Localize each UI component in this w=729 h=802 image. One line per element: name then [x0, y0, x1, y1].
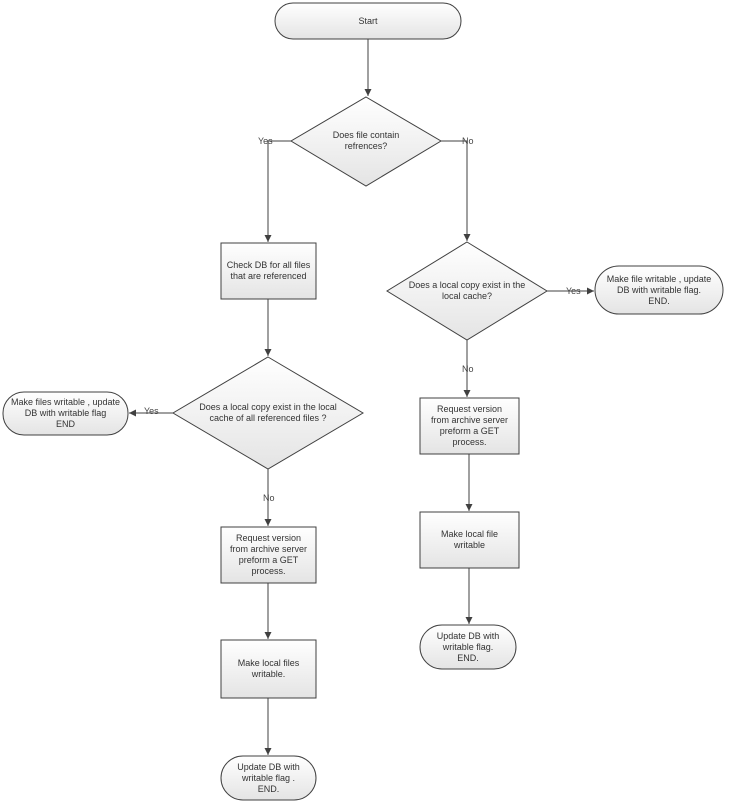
edge-label-refs-no: No	[462, 136, 474, 146]
right-yes-end-label: Make file writable , update DB with writ…	[606, 273, 712, 306]
right-update-end-label: Update DB with writable flag. END.	[436, 630, 500, 663]
decision-right-cache-label: Does a local copy exist in the local cac…	[408, 280, 526, 301]
right-request-label: Request version from archive server pref…	[430, 404, 509, 447]
check-db-box	[220, 242, 317, 300]
left-request-box	[220, 526, 317, 584]
edge-label-right-cache-no: No	[462, 364, 474, 374]
edge-label-left-cache-yes: Yes	[144, 406, 159, 416]
right-yes-end-terminator	[594, 265, 724, 315]
edge-label-left-cache-no: No	[263, 493, 275, 503]
right-make-writable-label: Make local file writable	[440, 529, 499, 550]
left-update-end-terminator	[220, 755, 317, 801]
decision-refs-diamond	[290, 96, 442, 187]
decision-left-cache-label: Does a local copy exist in the local cac…	[199, 402, 337, 423]
left-request-label: Request version from archive server pref…	[229, 533, 308, 576]
edge-label-right-cache-yes: Yes	[566, 286, 581, 296]
connector-refs-no	[441, 140, 471, 241]
right-update-end-terminator	[419, 624, 517, 670]
check-db-label: Check DB for all files that are referenc…	[226, 260, 311, 281]
left-update-end-label: Update DB with writable flag . END.	[237, 761, 300, 794]
connector-refs-yes	[264, 140, 291, 242]
edge-label-refs-yes: Yes	[258, 136, 273, 146]
left-yes-end-label: Make files writable , update DB with wri…	[10, 397, 121, 429]
left-yes-end-terminator	[2, 391, 129, 436]
left-make-writable-box	[220, 639, 317, 699]
left-make-writable-label: Make local files writable.	[237, 658, 300, 679]
start-label: Start	[358, 15, 378, 26]
decision-refs-label: Does file contain refrences?	[332, 130, 400, 151]
